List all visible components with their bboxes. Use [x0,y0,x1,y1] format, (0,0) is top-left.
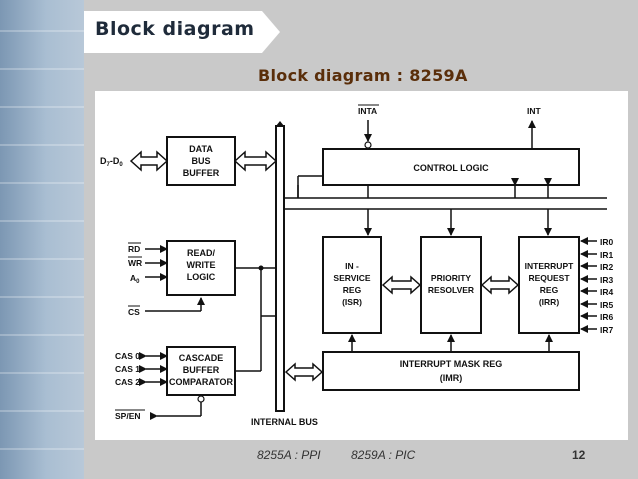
cs-label: CS [128,307,140,317]
data-bus-double-arrow [129,150,169,172]
bus-imr-double-arrow [284,362,324,382]
ir1-label: IR1 [600,250,614,260]
footer-pic-label: 8259A : PIC [351,448,416,462]
rw-logic-line3: LOGIC [187,272,216,282]
cas1-label: CAS 1 [115,364,140,374]
imr-line1: INTERRUPT MASK REG [400,359,503,369]
internal-bus [275,121,285,412]
decorative-stripe [0,220,84,222]
rw-logic-line1: READ/ [187,248,216,258]
control-logic-block: CONTROL LOGIC [322,148,580,186]
priority-resolver-block: PRIORITY RESOLVER [420,236,482,334]
irr-block: INTERRUPT REQUEST REG (IRR) [518,236,580,334]
block-diagram-8259a: DATA BUS BUFFER D7-D0 READ/ WRITE LOGIC … [100,104,614,427]
horizontal-internal-bus [284,197,607,210]
ir-inputs: IR0 IR1 IR2 IR3 IR4 IR5 IR6 IR7 [580,237,614,335]
footer-ppi-label: 8255A : PPI [257,448,321,462]
wr-label: WR [128,258,142,268]
data-bus-buffer-block: DATA BUS BUFFER [166,136,236,186]
imr-block: INTERRUPT MASK REG (IMR) [322,351,580,391]
irr-line4: (IRR) [539,297,559,307]
isr-line3: REG [343,285,362,295]
internal-bus-label: INTERNAL BUS [251,417,318,427]
control-logic-label: CONTROL LOGIC [413,163,489,173]
data-bus-buffer-line2: BUS [191,156,210,166]
read-write-logic-block: READ/ WRITE LOGIC [166,240,236,296]
cas0-label: CAS 0 [115,351,140,361]
sp-en-label: SP/EN [115,411,141,421]
ir0-label: IR0 [600,237,614,247]
page-number: 12 [572,448,586,462]
decorative-stripe [0,448,84,450]
title-banner [84,11,280,53]
isr-line1: IN - [345,261,359,271]
data-bus-label: D7-D0 [100,156,123,168]
diagram-panel: DATA BUS BUFFER D7-D0 READ/ WRITE LOGIC … [95,91,628,440]
decorative-side-band: ​ [0,0,84,479]
cascade-line2: BUFFER [183,365,220,375]
isr-line2: SERVICE [333,273,370,283]
diagram-subtitle: Block diagram : 8259A [258,66,468,85]
irr-line2: REQUEST [528,273,570,283]
ir5-label: IR5 [600,300,614,310]
isr-line4: (ISR) [342,297,362,307]
decorative-stripe [0,334,84,336]
ir7-label: IR7 [600,325,614,335]
decorative-stripe [0,410,84,412]
isr-pr-double-arrow [381,275,422,295]
data-bus-buffer-line1: DATA [189,144,213,154]
decorative-stripe [0,372,84,374]
decorative-stripe [0,68,84,70]
decorative-stripe [0,144,84,146]
imr-line2: (IMR) [440,373,463,383]
irr-line1: INTERRUPT [525,261,574,271]
buffer-bus-double-arrow [233,150,278,172]
priority-line2: RESOLVER [428,285,474,295]
decorative-stripe [0,258,84,260]
ir2-label: IR2 [600,262,614,272]
cascade-line1: CASCADE [179,353,224,363]
rw-logic-line2: WRITE [187,260,216,270]
cascade-buffer-block: CASCADE BUFFER COMPARATOR [166,346,236,396]
ir3-label: IR3 [600,275,614,285]
a0-label: A0 [130,273,140,285]
cascade-line3: COMPARATOR [169,377,233,387]
data-bus-buffer-line3: BUFFER [183,168,220,178]
cas2-label: CAS 2 [115,377,140,387]
pr-irr-double-arrow [480,275,520,295]
decorative-stripe [0,106,84,108]
int-label: INT [527,106,542,116]
ir6-label: IR6 [600,312,614,322]
isr-block: IN - SERVICE REG (ISR) [322,236,382,334]
priority-line1: PRIORITY [431,273,471,283]
decorative-stripe [0,296,84,298]
ir4-label: IR4 [600,287,614,297]
irr-line3: REG [540,285,559,295]
rd-label: RD [128,244,140,254]
inta-label: INTA [358,106,377,116]
decorative-stripe [0,182,84,184]
slide-title: Block diagram [95,18,255,40]
decorative-stripe [0,30,84,32]
